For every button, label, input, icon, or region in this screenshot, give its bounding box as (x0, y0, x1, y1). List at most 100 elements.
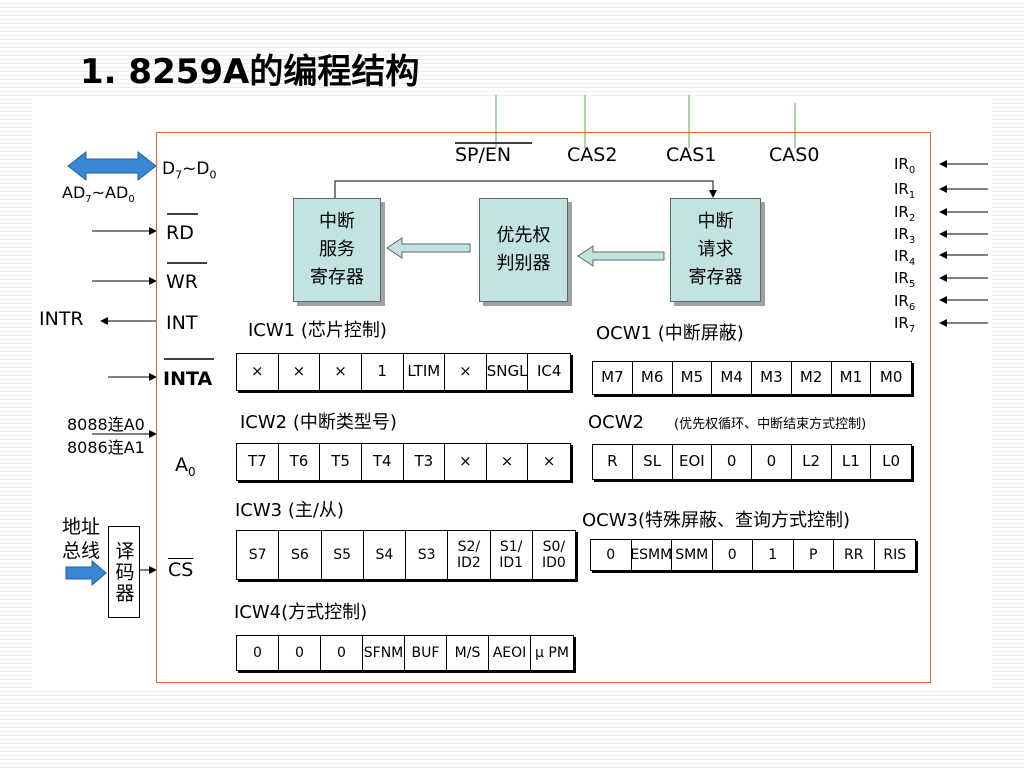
bit-cell: S3 (406, 531, 449, 579)
bit-cell: M/S (447, 636, 489, 670)
bit-cell: M2 (792, 362, 832, 394)
bit-cell: LTIM (404, 354, 446, 390)
priority-resolver: 优先权 判别器 (479, 198, 568, 302)
bit-cell: 0 (321, 636, 363, 670)
bit-cell: 0 (712, 445, 752, 479)
ocw3-title: OCW3(特殊屏蔽、查询方式控制) (582, 510, 851, 531)
cs-text: CS (168, 559, 194, 581)
bit-cell: × (542, 452, 556, 471)
bit-cell: L0 (882, 452, 901, 471)
bit-cell: M6 (633, 362, 673, 394)
bit-cell: T4 (362, 444, 404, 480)
icw1-title: ICW1 (芯片控制) (248, 320, 387, 341)
bit-cell: L2 (792, 445, 832, 479)
bit-cell: × (445, 354, 487, 390)
ir3-label: IR3 (894, 225, 916, 246)
bit-cell: L1 (832, 445, 872, 479)
bit-cell: × (237, 354, 279, 390)
address-bus-label: 地址 总线 (62, 516, 101, 562)
bit-cell: M5 (673, 362, 713, 394)
ir0-label: IR0 (894, 155, 916, 176)
bit-cell: 0 (237, 636, 279, 670)
irr-to-pr-arrow (577, 245, 665, 267)
ocw2-title: OCW2 (588, 412, 644, 433)
bit-cell: M0 (879, 368, 903, 387)
pin-rd: RD (166, 222, 194, 244)
bit-cell: S6 (279, 531, 322, 579)
bit-cell: S2/ ID2 (448, 531, 491, 579)
bit-cell: T7 (237, 444, 279, 480)
bit-cell: S5 (322, 531, 364, 579)
bit-cell: × (487, 444, 529, 480)
irr-label: 中断 请求 寄存器 (688, 211, 743, 288)
bit-cell: M3 (752, 362, 792, 394)
ir2-label: IR2 (894, 203, 916, 224)
bit-cell: R (593, 445, 633, 479)
chip-boundary (156, 132, 931, 683)
bit-cell: T3 (404, 444, 446, 480)
pr-to-isr-arrow (386, 237, 471, 259)
isr-label: 中断 服务 寄存器 (310, 211, 364, 288)
pin-inta: INTA (163, 368, 213, 390)
icw2-title: ICW2 (中断类型号) (240, 412, 397, 433)
bit-cell: S1/ ID1 (491, 531, 533, 579)
bit-cell: 0 (752, 445, 792, 479)
bit-cell: SL (633, 445, 673, 479)
a0-8086-label: 8086连A1 (67, 438, 145, 457)
bit-cell: SFNM (363, 636, 405, 670)
bit-cell: M7 (593, 362, 633, 394)
bit-cell: BUF (405, 636, 447, 670)
ir1-label: IR1 (894, 180, 916, 201)
data-bus-arrow (67, 150, 157, 182)
bit-cell: M4 (712, 362, 752, 394)
ir5-label: IR5 (894, 269, 916, 290)
bit-cell: × (445, 444, 487, 480)
icw4-title: ICW4(方式控制) (234, 602, 368, 623)
interrupt-request-register: 中断 请求 寄存器 (670, 198, 761, 302)
bit-cell: RR (834, 540, 875, 570)
bit-cell: EOI (673, 445, 713, 479)
bit-cell: × (320, 354, 362, 390)
bit-cell: S0/ ID0 (541, 538, 566, 571)
isr-irr-link (334, 180, 717, 198)
pin-sp-en: SP/EN (455, 144, 512, 166)
bit-cell: S4 (364, 531, 406, 579)
bit-cell: SNGL (487, 354, 529, 390)
ocw1-title: OCW1 (中断屏蔽) (596, 323, 744, 344)
pin-data: D7~D0 (162, 159, 217, 182)
decoder-box: 译码器 (108, 526, 140, 618)
bit-cell: M1 (832, 362, 872, 394)
bit-cell: IC4 (536, 362, 562, 381)
slide-title: 1. 8259A的编程结构 (80, 52, 420, 92)
bit-cell: 1 (362, 354, 404, 390)
ir7-label: IR7 (894, 314, 916, 335)
bit-cell: SMM (672, 540, 713, 570)
icw3-title: ICW3 (主/从) (235, 500, 344, 521)
bit-cell: 0 (591, 540, 632, 570)
pin-wr: WR (166, 271, 198, 293)
bit-cell: μ PM (535, 644, 569, 661)
pin-cas2: CAS2 (567, 144, 618, 166)
bit-cell: 0 (713, 540, 753, 570)
ir6-label: IR6 (894, 292, 916, 313)
ocw2-subtitle: (优先权循环、中断结束方式控制) (674, 417, 867, 432)
pr-label: 优先权 判别器 (496, 225, 551, 274)
ir4-label: IR4 (894, 247, 916, 268)
bit-cell: P (794, 540, 834, 570)
pin-int: INT (166, 312, 198, 334)
pin-cas0: CAS0 (769, 144, 820, 166)
bit-cell: T6 (279, 444, 321, 480)
bit-cell: 0 (279, 636, 321, 670)
a0-8088-label: 8088连A0 (67, 415, 145, 434)
data-bus-label: AD7~AD0 (62, 183, 135, 206)
bit-cell: S7 (237, 531, 280, 579)
bit-cell: RIS (883, 546, 907, 563)
